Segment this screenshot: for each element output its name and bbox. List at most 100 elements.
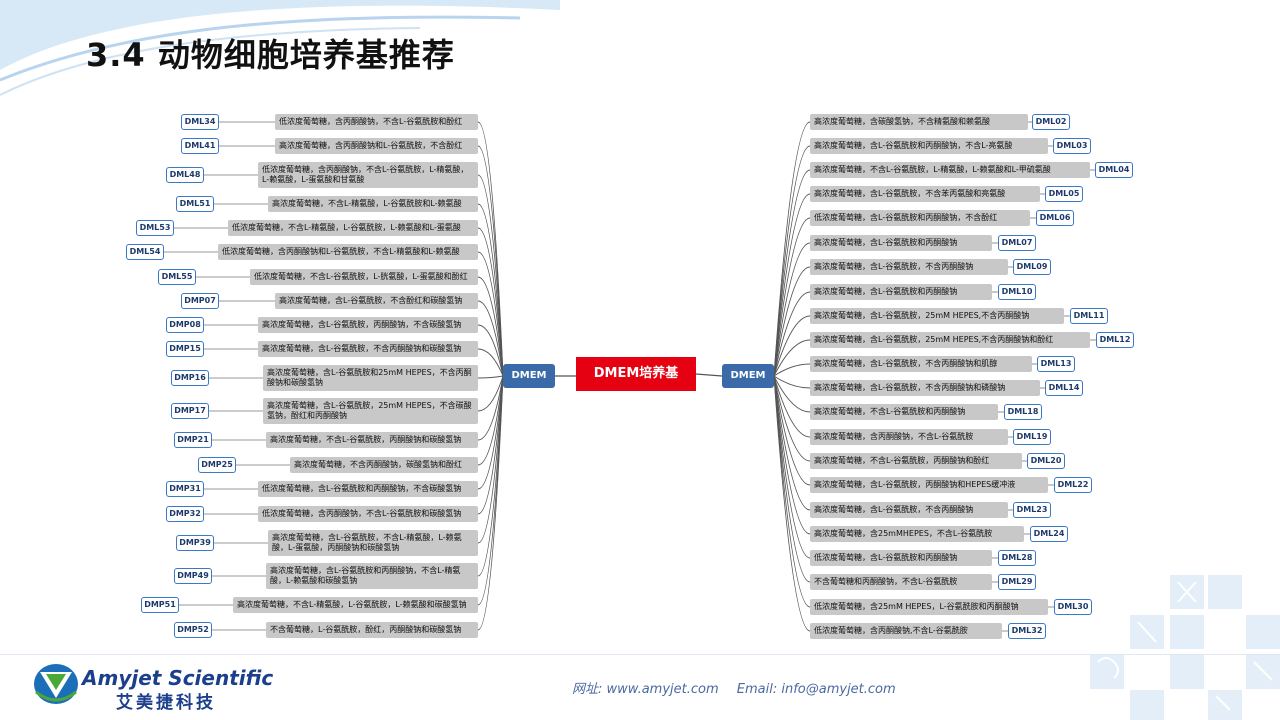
left-item-description[interactable]: 高浓度葡萄糖，含L-谷氨酰胺，25mM HEPES，不含碳酸氢钠，酚红和丙酮酸钠: [263, 398, 478, 424]
right-item-description[interactable]: 高浓度葡萄糖，含L-谷氨酰胺，不含丙酮酸钠: [810, 502, 1008, 518]
dna-decoration: [1090, 575, 1280, 720]
left-item-code[interactable]: DMP31: [166, 481, 204, 497]
left-item-description[interactable]: 低浓度葡萄糖，含丙酮酸钠，不含L-谷氨酰胺，L-精氨酸，L-赖氨酸，L-蛋氨酸和…: [258, 162, 478, 188]
right-item-code[interactable]: DML07: [998, 235, 1036, 251]
left-item-code[interactable]: DML54: [126, 244, 164, 260]
right-item-code[interactable]: DML04: [1095, 162, 1133, 178]
left-item-code[interactable]: DMP25: [198, 457, 236, 473]
right-item-description[interactable]: 低浓度葡萄糖，含丙酮酸钠,不含L-谷氨酰胺: [810, 623, 1002, 639]
right-item-code[interactable]: DML09: [1013, 259, 1051, 275]
right-item-description[interactable]: 高浓度葡萄糖，不含L-谷氨酰胺和丙酮酸钠: [810, 404, 998, 420]
right-item-code[interactable]: DML02: [1032, 114, 1070, 130]
left-item-code[interactable]: DMP52: [174, 622, 212, 638]
right-item-description[interactable]: 低浓度葡萄糖，含L-谷氨酰胺和丙酮酸钠，不含酚红: [810, 210, 1030, 226]
right-item-code[interactable]: DML24: [1030, 526, 1068, 542]
left-item-description[interactable]: 低浓度葡萄糖，含L-谷氨酰胺和丙酮酸钠，不含碳酸氢钠: [258, 481, 478, 497]
right-item-code[interactable]: DML11: [1070, 308, 1108, 324]
left-item-code[interactable]: DMP32: [166, 506, 204, 522]
right-item-code[interactable]: DML32: [1008, 623, 1046, 639]
left-item-description[interactable]: 高浓度葡萄糖，含L-谷氨酰胺，丙酮酸钠，不含碳酸氢钠: [258, 317, 478, 333]
left-branch-node[interactable]: DMEM: [503, 364, 555, 388]
right-item-description[interactable]: 高浓度葡萄糖，含L-谷氨酰胺，丙酮酸钠和HEPES缓冲液: [810, 477, 1048, 493]
right-item-description[interactable]: 高浓度葡萄糖，含L-谷氨酰胺，不含丙酮酸钠和肌醇: [810, 356, 1032, 372]
left-item-code[interactable]: DMP15: [166, 341, 204, 357]
connector-line: [773, 375, 811, 438]
right-item-code[interactable]: DML29: [998, 574, 1036, 590]
right-item-code[interactable]: DML06: [1036, 210, 1074, 226]
left-item-code[interactable]: DML53: [136, 220, 174, 236]
right-item-description[interactable]: 高浓度葡萄糖，含L-谷氨酰胺，不含丙酮酸钠: [810, 259, 1008, 275]
left-item-description[interactable]: 高浓度葡萄糖，含L-谷氨酰胺和25mM HEPES，不含丙酮酸钠和碳酸氢钠: [263, 365, 478, 391]
right-item-code[interactable]: DML18: [1004, 404, 1042, 420]
left-item-description[interactable]: 高浓度葡萄糖，含丙酮酸钠和L-谷氨酰胺，不含酚红: [275, 138, 478, 154]
left-item-description[interactable]: 高浓度葡萄糖，不含L-谷氨酰胺，丙酮酸钠和碳酸氢钠: [266, 432, 478, 448]
left-item-description[interactable]: 高浓度葡萄糖，含L-谷氨酰胺，不含L-精氨酸，L-赖氨酸，L-蛋氨酸，丙酮酸钠和…: [268, 530, 478, 556]
right-item-description[interactable]: 高浓度葡萄糖，含L-谷氨酰胺和丙酮酸钠: [810, 284, 992, 300]
logo-chinese: 艾美捷科技: [116, 693, 216, 713]
root-node[interactable]: DMEM培养基: [576, 357, 696, 391]
right-item-code[interactable]: DML05: [1045, 186, 1083, 202]
left-item-description[interactable]: 低浓度葡萄糖，不含L-谷氨酰胺，L-胱氨酸，L-蛋氨酸和酚红: [250, 269, 478, 285]
right-item-description[interactable]: 不含葡萄糖和丙酮酸钠，不含L-谷氨酰胺: [810, 574, 992, 590]
left-item-code[interactable]: DMP21: [174, 432, 212, 448]
right-item-code[interactable]: DML14: [1045, 380, 1083, 396]
left-item-code[interactable]: DML55: [158, 269, 196, 285]
right-item-code[interactable]: DML12: [1096, 332, 1134, 348]
right-item-description[interactable]: 低浓度葡萄糖，含25mM HEPES，L-谷氨酰胺和丙酮酸钠: [810, 599, 1048, 615]
left-item-code[interactable]: DML48: [166, 167, 204, 183]
left-item-code[interactable]: DMP49: [174, 568, 212, 584]
left-item-description[interactable]: 低浓度葡萄糖，含丙酮酸钠和L-谷氨酰胺，不含L-精氨酸和L-赖氨酸: [218, 244, 478, 260]
right-item-description[interactable]: 高浓度葡萄糖，不含L-谷氨酰胺，L-精氨酸，L-赖氨酸和L-甲硫氨酸: [810, 162, 1090, 178]
right-item-description[interactable]: 高浓度葡萄糖，含25mMHEPES，不含L-谷氨酰胺: [810, 526, 1024, 542]
right-item-code[interactable]: DML03: [1053, 138, 1091, 154]
right-item-description[interactable]: 高浓度葡萄糖，含丙酮酸钠，不含L-谷氨酰胺: [810, 429, 1008, 445]
left-item-code[interactable]: DMP17: [171, 403, 209, 419]
right-item-code[interactable]: DML19: [1013, 429, 1051, 445]
right-item-code[interactable]: DML22: [1054, 477, 1092, 493]
right-item-description[interactable]: 高浓度葡萄糖，含碳酸氢钠，不含精氨酸和赖氨酸: [810, 114, 1028, 130]
left-item-code[interactable]: DMP07: [181, 293, 219, 309]
connector-line: [477, 375, 504, 515]
right-item-code[interactable]: DML28: [998, 550, 1036, 566]
left-item-description[interactable]: 低浓度葡萄糖，含丙酮酸钠，不含L-谷氨酰胺和酚红: [275, 114, 478, 130]
connector-line: [477, 203, 504, 377]
connector-line: [477, 251, 504, 377]
website-link[interactable]: 网址: www.amyjet.com: [572, 682, 719, 697]
left-item-code[interactable]: DML34: [181, 114, 219, 130]
connector-line: [773, 145, 811, 377]
right-item-description[interactable]: 高浓度葡萄糖，含L-谷氨酰胺，不含苯丙氨酸和亮氨酸: [810, 186, 1040, 202]
left-item-description[interactable]: 高浓度葡萄糖，含L-谷氨酰胺，不含酚红和碳酸氢钠: [275, 293, 478, 309]
left-item-description[interactable]: 高浓度葡萄糖，含L-谷氨酰胺和丙酮酸钠，不含L-精氨酸，L-赖氨酸和碳酸氢钠: [266, 563, 478, 589]
right-item-description[interactable]: 高浓度葡萄糖，含L-谷氨酰胺，25mM HEPES,不含丙酮酸钠和酚红: [810, 332, 1090, 348]
connector-line: [477, 375, 504, 631]
page-title: 3.4 动物细胞培养基推荐: [86, 36, 455, 74]
right-item-description[interactable]: 高浓度葡萄糖，不含L-谷氨酰胺，丙酮酸钠和酚红: [810, 453, 1022, 469]
left-item-code[interactable]: DML51: [176, 196, 214, 212]
left-item-code[interactable]: DMP16: [171, 370, 209, 386]
right-item-code[interactable]: DML13: [1037, 356, 1075, 372]
left-item-description[interactable]: 低浓度葡萄糖，含丙酮酸钠，不含L-谷氨酰胺和碳酸氢钠: [258, 506, 478, 522]
left-item-description[interactable]: 不含葡萄糖，L-谷氨酰胺，酚红，丙酮酸钠和碳酸氢钠: [266, 622, 478, 638]
right-item-code[interactable]: DML20: [1027, 453, 1065, 469]
right-item-code[interactable]: DML10: [998, 284, 1036, 300]
right-item-description[interactable]: 高浓度葡萄糖，含L-谷氨酰胺和丙酮酸钠: [810, 235, 992, 251]
right-branch-node[interactable]: DMEM: [722, 364, 774, 388]
left-item-description[interactable]: 高浓度葡萄糖，不含L-精氨酸，L-谷氨酰胺和L-赖氨酸: [268, 196, 478, 212]
email-link[interactable]: Email: info@amyjet.com: [736, 682, 896, 697]
right-item-code[interactable]: DML23: [1013, 502, 1051, 518]
right-item-description[interactable]: 高浓度葡萄糖，含L-谷氨酰胺，不含丙酮酸钠和磷酸钠: [810, 380, 1040, 396]
left-item-code[interactable]: DMP08: [166, 317, 204, 333]
left-item-description[interactable]: 高浓度葡萄糖，不含丙酮酸钠，碳酸氢钠和酚红: [290, 457, 478, 473]
right-item-description[interactable]: 高浓度葡萄糖，含L-谷氨酰胺，25mM HEPES,不含丙酮酸钠: [810, 308, 1064, 324]
left-item-code[interactable]: DMP51: [141, 597, 179, 613]
connector-line: [773, 266, 811, 377]
right-item-code[interactable]: DML30: [1054, 599, 1092, 615]
connector-line: [773, 375, 811, 511]
right-item-description[interactable]: 低浓度葡萄糖，含L-谷氨酰胺和丙酮酸钠: [810, 550, 992, 566]
right-item-description[interactable]: 高浓度葡萄糖，含L-谷氨酰胺和丙酮酸钠，不含L-亮氨酸: [810, 138, 1048, 154]
left-item-description[interactable]: 低浓度葡萄糖，不含L-精氨酸，L-谷氨酰胺，L-赖氨酸和L-蛋氨酸: [228, 220, 478, 236]
left-item-code[interactable]: DML41: [181, 138, 219, 154]
left-item-description[interactable]: 高浓度葡萄糖，含L-谷氨酰胺，不含丙酮酸钠和碳酸氢钠: [258, 341, 478, 357]
left-item-code[interactable]: DMP39: [176, 535, 214, 551]
left-item-description[interactable]: 高浓度葡萄糖，不含L-精氨酸，L-谷氨酰胺，L-赖氨酸和碳酸氢钠: [233, 597, 478, 613]
